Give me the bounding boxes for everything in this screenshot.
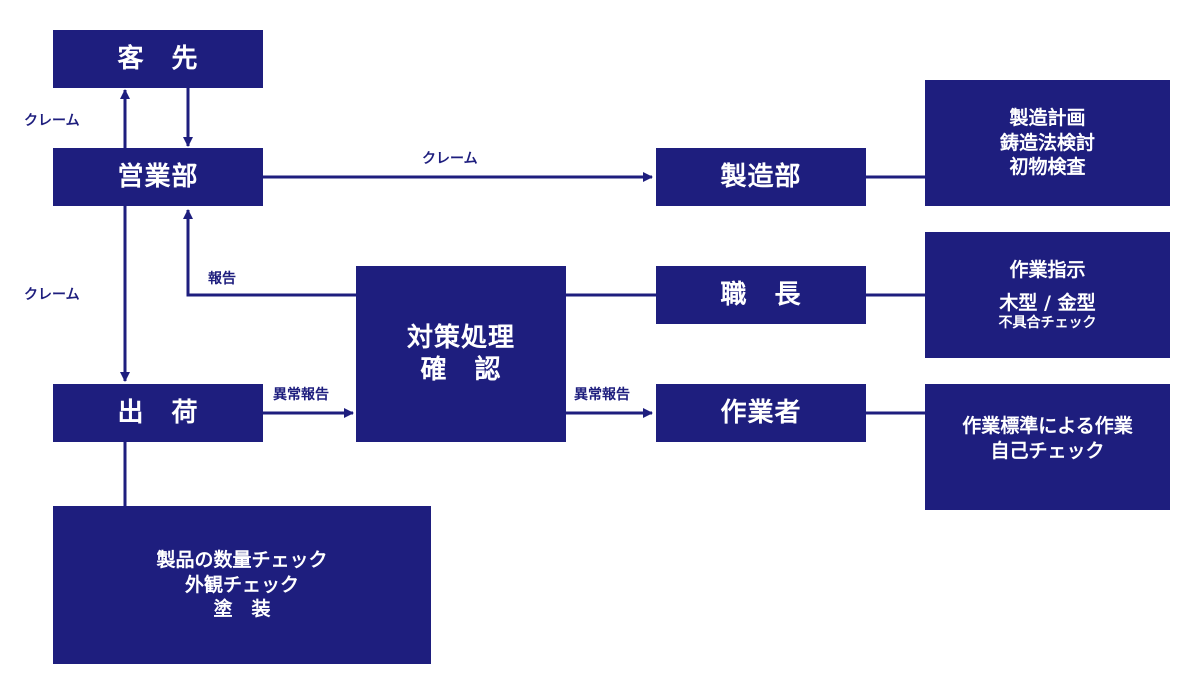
sales-box: 営業部 [53,148,263,206]
edge-label-claim-sales-to-shipping: クレーム [24,287,80,303]
edge-label-claim-sales-to-mfg: クレーム [422,151,478,167]
customer-box: 客 先 [53,30,263,88]
foreman-task-2: 木型 / 金型 [999,291,1096,314]
shipping-label: 出 荷 [117,397,199,428]
foreman-box: 職 長 [656,266,866,324]
edge-label-report: 報告 [208,271,236,287]
arrow-report-to-sales [183,209,356,297]
foreman-task-1: 作業指示 [1009,258,1086,281]
edge-label-claim-customer: クレーム [24,113,80,129]
manufacturing-label: 製造部 [720,161,802,192]
foreman-tasks-box: 作業指示 木型 / 金型 不具合チェック [925,232,1170,358]
countermeasure-box: 対策処理 確 認 [356,266,566,442]
shipping-task-2: 外観チェック [184,573,299,596]
manufacturing-task-3: 初物検査 [1009,156,1086,179]
worker-task-1: 作業標準による作業 [962,415,1133,437]
foreman-label: 職 長 [720,279,802,310]
manufacturing-task-2: 鋳造法検討 [999,131,1095,154]
shipping-task-1: 製品の数量チェック [156,548,328,571]
manufacturing-box: 製造部 [656,148,866,206]
sales-label: 営業部 [117,161,199,192]
customer-label: 客 先 [117,43,199,74]
edge-label-abnormal-report-worker: 異常報告 [574,387,630,403]
manufacturing-task-1: 製造計画 [1009,106,1086,129]
shipping-box: 出 荷 [53,384,263,442]
shipping-task-3: 塗 装 [213,598,271,621]
worker-box: 作業者 [656,384,866,442]
foreman-task-3: 不具合チェック [998,315,1097,332]
countermeasure-line-2: 確 認 [420,355,502,385]
worker-tasks-box: 作業標準による作業 自己チェック [925,384,1170,510]
countermeasure-line-1: 対策処理 [406,322,515,353]
worker-task-2: 自己チェック [990,439,1105,462]
manufacturing-tasks-box: 製造計画 鋳造法検討 初物検査 [925,80,1170,206]
worker-label: 作業者 [720,397,802,428]
edge-label-abnormal-report-shipping: 異常報告 [273,387,329,403]
shipping-tasks-box: 製品の数量チェック 外観チェック 塗 装 [53,506,431,664]
